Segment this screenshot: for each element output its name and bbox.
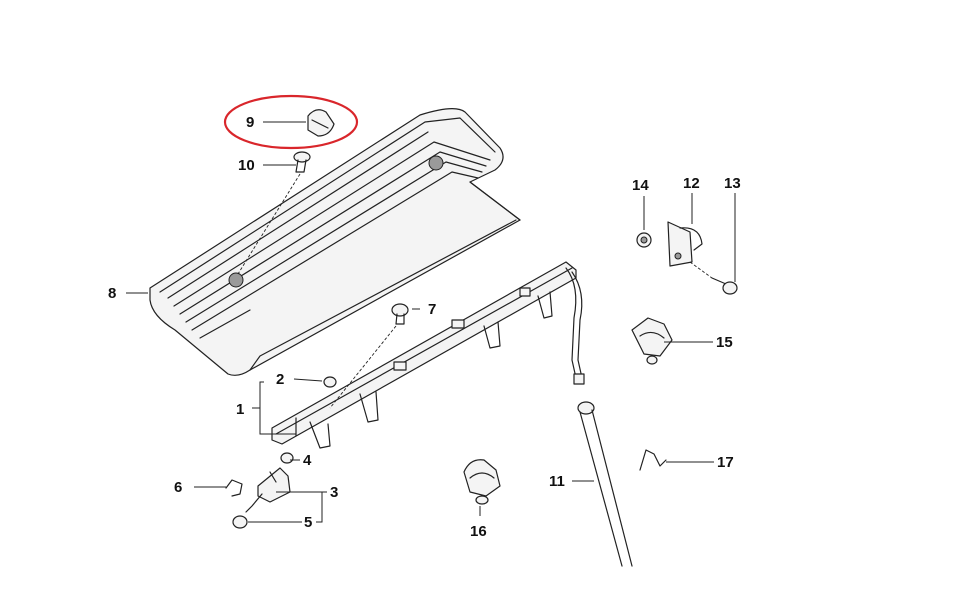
clip-part-17[interactable] bbox=[639, 449, 667, 471]
bracket-part-12[interactable] bbox=[667, 221, 703, 267]
callout-9: 9 bbox=[246, 114, 254, 131]
callout-17: 17 bbox=[717, 454, 734, 471]
engine-cover-part-8[interactable] bbox=[149, 108, 521, 376]
callout-7: 7 bbox=[428, 301, 436, 318]
bolt-part-7[interactable] bbox=[391, 303, 409, 325]
cap-part-9[interactable] bbox=[307, 109, 335, 137]
callout-5: 5 bbox=[304, 514, 312, 531]
holder-part-16[interactable] bbox=[463, 459, 501, 505]
callout-12: 12 bbox=[683, 175, 700, 192]
bolt-part-10[interactable] bbox=[293, 151, 311, 173]
callout-10: 10 bbox=[238, 157, 255, 174]
hose-part-11[interactable] bbox=[565, 267, 633, 567]
callout-14: 14 bbox=[632, 177, 649, 194]
leader-lines bbox=[126, 121, 736, 523]
injector-part-3[interactable] bbox=[245, 467, 291, 513]
callout-2: 2 bbox=[276, 371, 284, 388]
clip-part-6[interactable] bbox=[225, 479, 243, 497]
callout-4: 4 bbox=[303, 452, 312, 469]
assembly-line-7-to-rail bbox=[329, 325, 397, 409]
fuel-rail-part-1[interactable] bbox=[271, 261, 577, 449]
callout-6: 6 bbox=[174, 479, 182, 496]
callout-13: 13 bbox=[724, 175, 741, 192]
callout-1: 1 bbox=[236, 401, 244, 418]
o-ring-part-4[interactable] bbox=[280, 452, 294, 464]
holder-part-15[interactable] bbox=[631, 317, 673, 365]
callout-8: 8 bbox=[108, 285, 116, 302]
nut-part-14[interactable] bbox=[636, 232, 652, 248]
callout-15: 15 bbox=[716, 334, 733, 351]
callout-16: 16 bbox=[470, 523, 487, 540]
callout-11: 11 bbox=[549, 473, 565, 490]
callout-3: 3 bbox=[330, 484, 338, 501]
o-ring-part-5[interactable] bbox=[232, 515, 248, 529]
screw-part-13[interactable] bbox=[711, 277, 738, 295]
assembly-line-13 bbox=[689, 261, 713, 279]
cap-part-2[interactable] bbox=[323, 376, 337, 388]
highlight-ring bbox=[223, 94, 359, 150]
